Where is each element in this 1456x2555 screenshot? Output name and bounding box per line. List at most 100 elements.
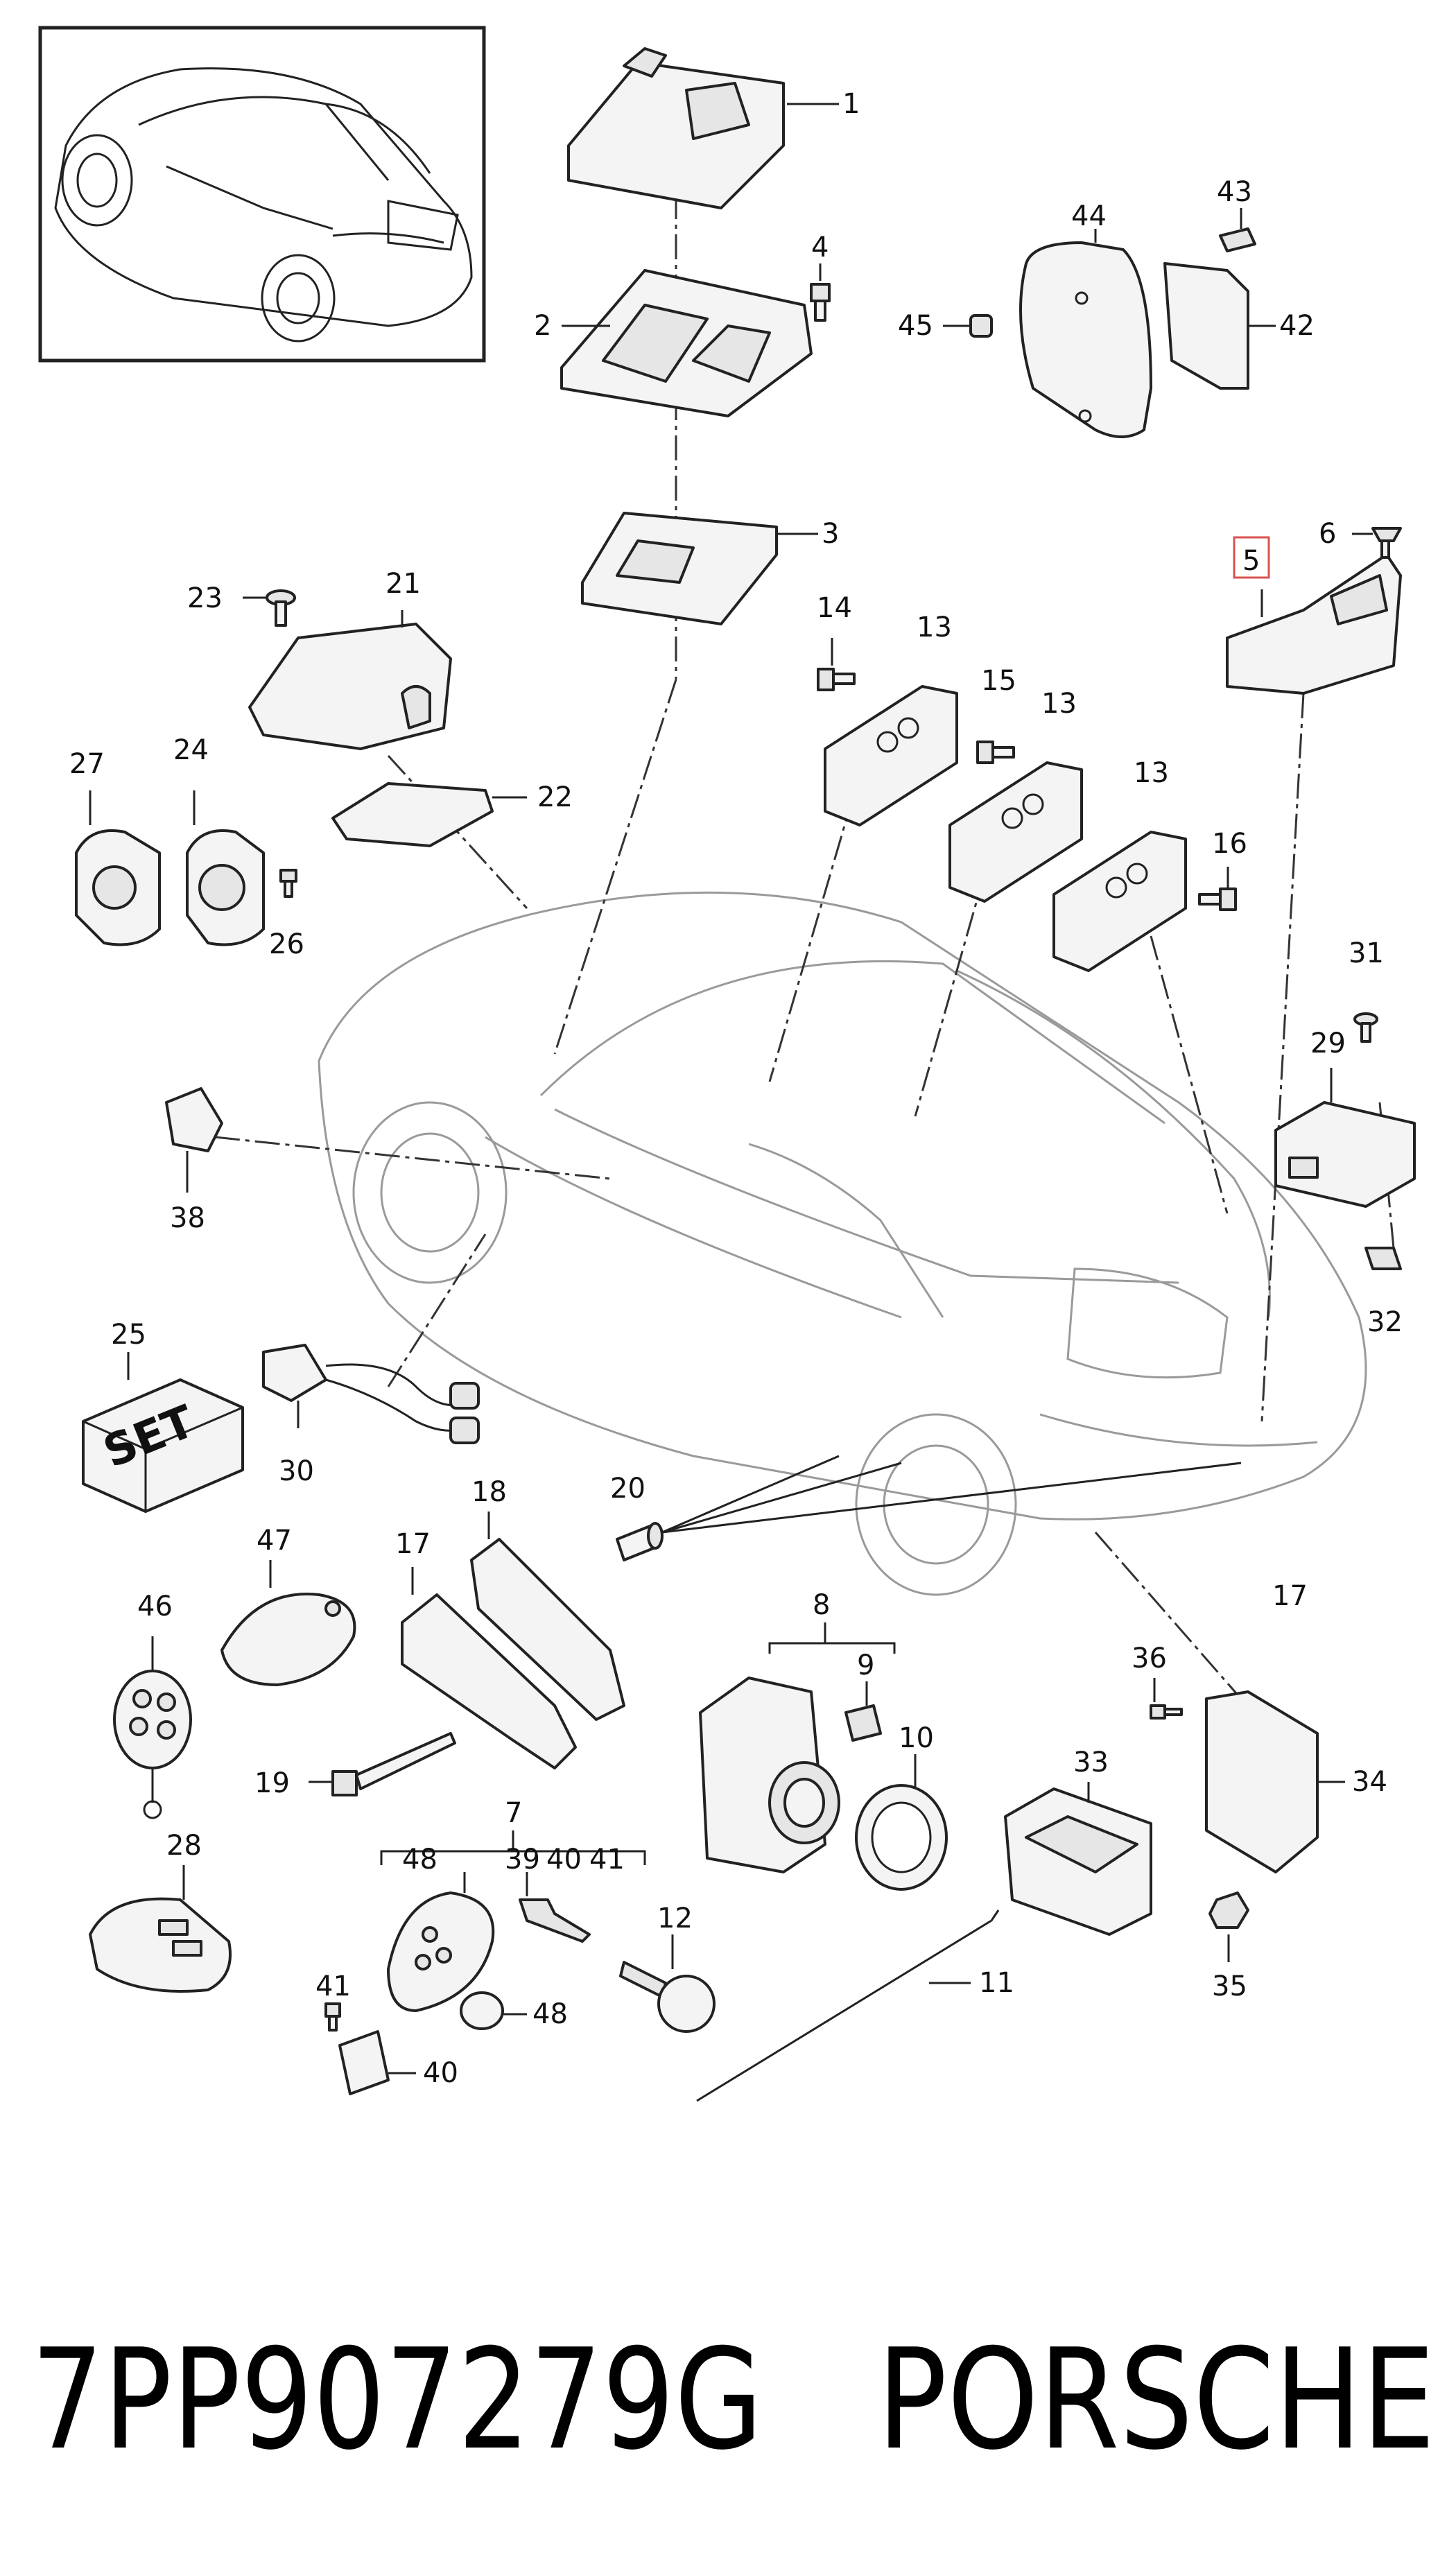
part-8-camera	[699, 1622, 896, 1873]
callout-8: 8	[813, 1589, 830, 1621]
callout-40a: 40	[546, 1844, 582, 1876]
part-36-screw	[1150, 1678, 1183, 1720]
part-32-clip	[1364, 1247, 1402, 1270]
vehicle-outline	[318, 891, 1367, 1596]
callout-22: 22	[537, 781, 573, 813]
part-41-screw	[324, 2002, 341, 2032]
part-12-key-blade	[619, 1934, 716, 2033]
part-11-rod	[696, 1909, 1000, 2102]
callout-13c: 13	[1134, 757, 1169, 789]
part-34-bracket	[1205, 1690, 1345, 1873]
callout-25: 25	[111, 1319, 146, 1351]
callout-31: 31	[1349, 937, 1384, 969]
callout-1: 1	[842, 88, 860, 120]
callout-41b: 41	[315, 1971, 351, 2002]
part-35-nut	[1208, 1891, 1249, 1962]
callout-48a: 48	[402, 1844, 437, 1876]
callout-42: 42	[1279, 310, 1315, 342]
highlight-box	[1233, 536, 1270, 579]
part-13-module-a	[824, 685, 958, 826]
part-2-bracket	[560, 269, 813, 417]
callout-30: 30	[279, 1455, 314, 1487]
part-3-mounting-plate	[581, 512, 818, 625]
callout-14: 14	[817, 592, 852, 624]
brand-caption: PORSCHE	[877, 2319, 1435, 2481]
callout-19: 19	[254, 1767, 290, 1799]
part-30-wiring	[262, 1344, 480, 1444]
part-43-pin	[1219, 208, 1256, 252]
callout-2: 2	[534, 310, 551, 342]
part-17-bracket	[401, 1567, 577, 1769]
callout-10: 10	[899, 1722, 934, 1754]
part-33-radar-unit	[1004, 1782, 1152, 1936]
callout-labels: 1 2 3 4 5 6 7 8 9 10 11 12 13 13 13 14 1…	[69, 88, 1403, 2089]
part-5-control-module	[1226, 553, 1402, 695]
callout-36: 36	[1132, 1643, 1167, 1674]
callout-38: 38	[170, 1202, 205, 1234]
callout-32: 32	[1367, 1306, 1403, 1338]
callout-48b: 48	[532, 1998, 568, 2030]
part-number-caption: 7PP907279G	[31, 2319, 763, 2481]
part-13-module-b	[948, 761, 1083, 903]
callout-5: 5	[1242, 545, 1260, 577]
callout-39: 39	[505, 1844, 540, 1876]
part-6-screw	[1352, 527, 1402, 559]
callout-40b: 40	[423, 2057, 458, 2089]
part-18-plate	[470, 1512, 625, 1721]
part-10-seal-ring	[855, 1754, 948, 1891]
callout-18: 18	[471, 1476, 507, 1508]
part-24-holder	[186, 790, 265, 946]
callout-43: 43	[1217, 176, 1252, 208]
callout-4: 4	[811, 232, 829, 263]
callout-21: 21	[385, 568, 421, 600]
callout-27: 27	[69, 748, 105, 780]
part-23-screw	[243, 589, 296, 627]
part-46-key-fob	[113, 1636, 192, 1819]
callout-13a: 13	[917, 612, 952, 643]
part-25-set-box: SET	[82, 1352, 244, 1513]
callout-24: 24	[173, 734, 209, 766]
part-31-screw	[1353, 1012, 1378, 1043]
part-39-insert	[519, 1872, 591, 1943]
part-48-key-fob	[387, 1872, 495, 2012]
part-16-screw	[1198, 867, 1237, 911]
car-thumbnail	[38, 26, 486, 363]
part-13-module-c	[1052, 831, 1187, 972]
part-44-cover	[1019, 229, 1152, 438]
callout-15: 15	[981, 665, 1016, 697]
callout-20: 20	[610, 1473, 645, 1505]
callout-16: 16	[1212, 828, 1247, 860]
callout-47: 47	[257, 1525, 292, 1557]
callout-3: 3	[822, 518, 839, 550]
callout-28: 28	[166, 1830, 202, 1862]
callout-29: 29	[1310, 1028, 1346, 1059]
callout-26: 26	[269, 928, 304, 960]
callout-7: 7	[505, 1797, 522, 1829]
callout-11: 11	[979, 1967, 1014, 1999]
part-7-key-set	[380, 1830, 646, 1865]
part-42-module	[1163, 262, 1276, 390]
part-9-clip	[844, 1681, 882, 1742]
part-15-screw	[976, 740, 1015, 764]
part-20-clip	[616, 1455, 1242, 1561]
callout-23: 23	[187, 582, 223, 614]
callout-34: 34	[1352, 1766, 1387, 1798]
part-4-bolt	[810, 263, 831, 322]
part-26-screw	[279, 869, 297, 898]
callout-6: 6	[1319, 518, 1336, 550]
part-45-clip	[943, 314, 993, 338]
part-1-control-unit	[567, 47, 839, 209]
part-28-key-fob	[89, 1865, 232, 1993]
caption: 7PP907279G PORSCHE	[31, 2319, 1435, 2481]
part-27-cover	[75, 790, 161, 946]
part-21-housing	[248, 610, 452, 750]
part-38-bracket	[165, 1087, 223, 1193]
part-19-bolt	[309, 1732, 456, 1796]
callout-9: 9	[857, 1649, 874, 1681]
callout-12: 12	[657, 1903, 693, 1934]
callout-45: 45	[898, 310, 933, 342]
part-29-control-unit	[1274, 1068, 1416, 1208]
callout-35: 35	[1212, 1971, 1247, 2002]
part-22-bracket	[331, 782, 527, 847]
part-14-screw	[817, 638, 856, 691]
